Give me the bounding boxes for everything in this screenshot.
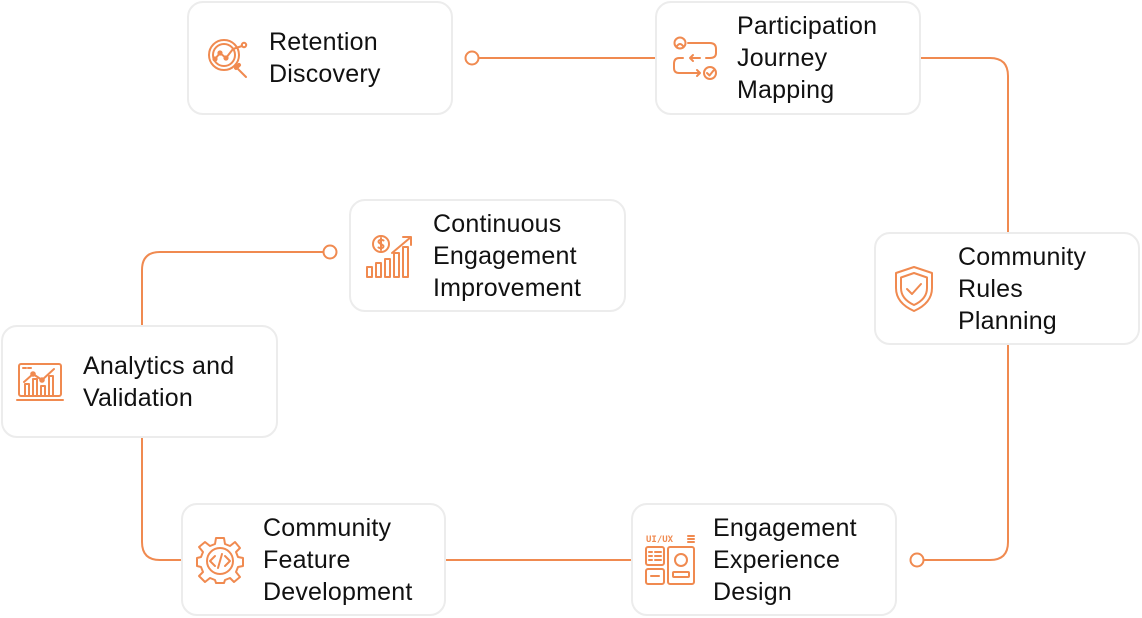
step-card-community-rules-planning: Community Rules Planning — [874, 232, 1140, 345]
step-label: Analytics and Validation — [83, 351, 235, 412]
journey-flow-icon — [669, 33, 721, 83]
step-label: Community Rules Planning — [958, 242, 1087, 335]
code-gear-icon — [193, 535, 247, 585]
step-label: Participation Journey Mapping — [737, 12, 878, 104]
step-card-continuous-engagement-improvement: Continuous Engagement Improvement — [349, 199, 626, 312]
connector-rules-design — [917, 345, 1009, 561]
step-card-participation-journey-mapping: Participation Journey Mapping — [655, 1, 921, 115]
step-label: Retention Discovery — [269, 28, 381, 88]
step-card-analytics-and-validation: Analytics and Validation — [1, 325, 278, 438]
connector-dot — [909, 552, 925, 568]
search-analytics-icon — [201, 33, 253, 83]
step-card-community-feature-development: Community Feature Development — [181, 503, 446, 616]
ui-ux-design-icon: UI/UX — [643, 532, 699, 588]
svg-text:UI/UX: UI/UX — [646, 535, 674, 545]
connector-development-analytics — [141, 438, 181, 561]
step-label: Community Feature Development — [263, 513, 413, 606]
step-card-retention-discovery: Retention Discovery — [187, 1, 453, 115]
step-card-engagement-experience-design: UI/UX Engagement Experience Design — [631, 503, 897, 616]
growth-chart-icon — [363, 233, 415, 279]
connector-dot — [322, 244, 338, 260]
step-label: Continuous Engagement Improvement — [433, 209, 582, 302]
shield-check-icon — [888, 264, 940, 314]
connector-analytics-continuous — [141, 251, 330, 325]
connector-dot — [464, 50, 480, 66]
analytics-chart-icon — [15, 360, 65, 404]
connector-participation-rules — [920, 57, 1009, 232]
step-label: Engagement Experience Design — [713, 513, 857, 606]
